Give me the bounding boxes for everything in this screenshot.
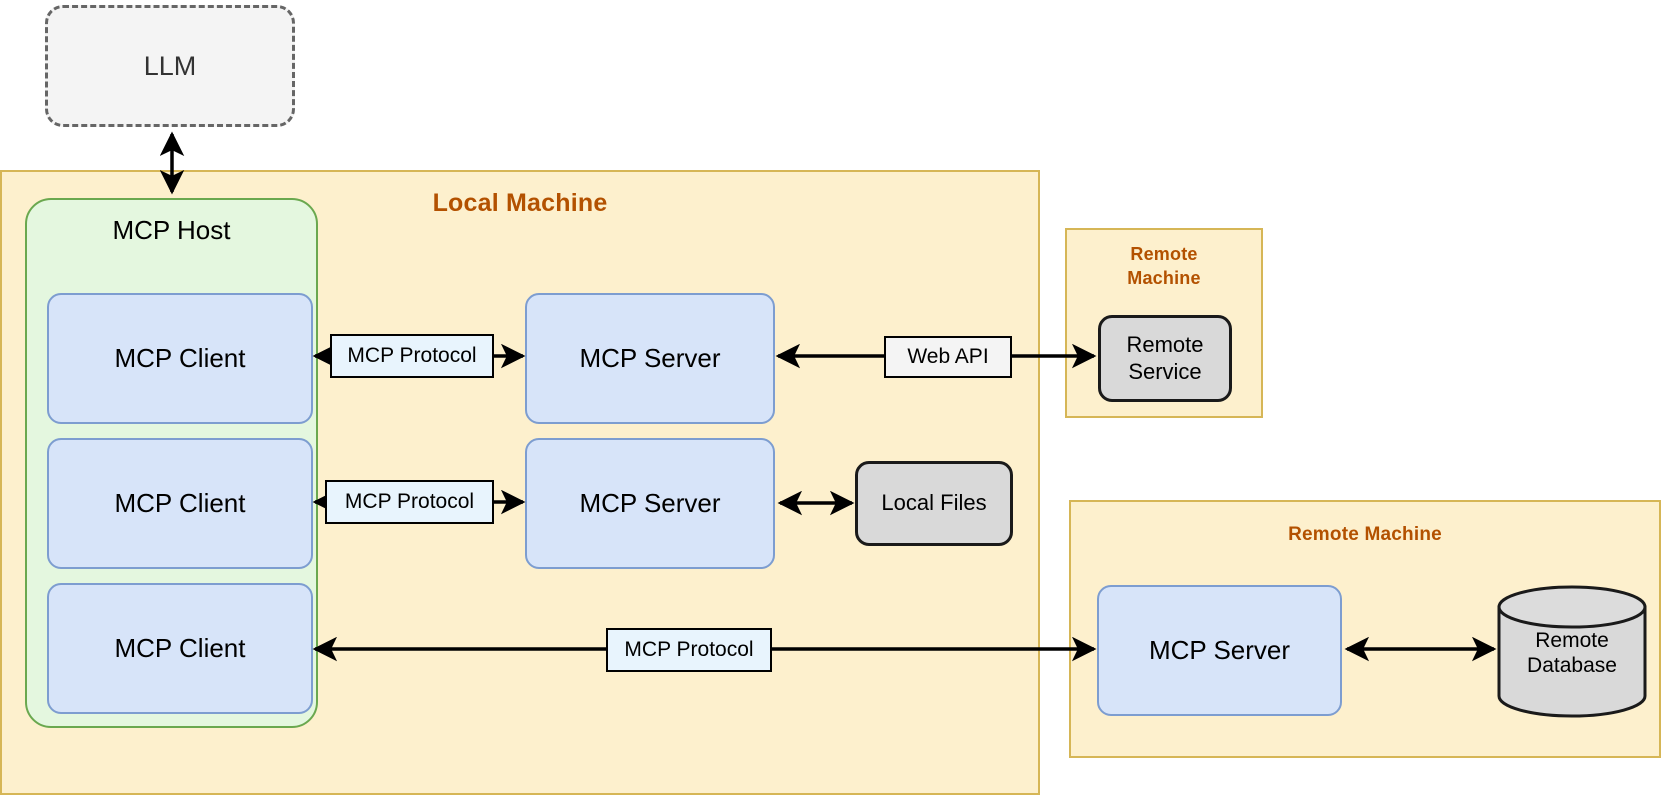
local-files-label: Local Files [881, 490, 987, 516]
local-machine-title: Local Machine [432, 189, 608, 217]
cylinder-shape [1497, 585, 1647, 718]
mcp-server-2[interactable]: MCP Server [525, 438, 775, 569]
llm-box[interactable]: LLM [45, 5, 295, 127]
mcp-client-1[interactable]: MCP Client [47, 293, 313, 424]
mcp-client-3[interactable]: MCP Client [47, 583, 313, 714]
remote-machine-top-title-line1: Remote [1130, 244, 1198, 264]
mcp-server-3-label: MCP Server [1148, 635, 1291, 665]
remote-service-line2: Service [1128, 358, 1202, 384]
remote-service-box[interactable]: Remote Service [1098, 315, 1232, 402]
mcp-client-3-label: MCP Client [114, 633, 246, 663]
edge-label-web-api: Web API [884, 336, 1012, 378]
edge-label-protocol-3: MCP Protocol [606, 628, 772, 672]
edge-label-protocol-1-text: MCP Protocol [347, 344, 477, 367]
edge-label-protocol-1: MCP Protocol [330, 334, 494, 378]
mcp-server-1[interactable]: MCP Server [525, 293, 775, 424]
mcp-client-2[interactable]: MCP Client [47, 438, 313, 569]
local-files-box[interactable]: Local Files [855, 461, 1013, 546]
mcp-server-1-label: MCP Server [579, 343, 721, 373]
mcp-host-label: MCP Host [112, 215, 231, 245]
edge-label-protocol-2-text: MCP Protocol [344, 490, 475, 513]
remote-machine-bottom-title: Remote Machine [1288, 524, 1442, 545]
edge-label-web-api-text: Web API [907, 345, 989, 368]
llm-label: LLM [143, 50, 197, 81]
remote-service-line1: Remote [1126, 332, 1204, 358]
mcp-server-2-label: MCP Server [579, 488, 721, 518]
edge-label-protocol-3-text: MCP Protocol [624, 638, 754, 661]
mcp-server-3[interactable]: MCP Server [1097, 585, 1342, 716]
remote-machine-top-title: Remote Machine [1067, 242, 1261, 291]
mcp-client-1-label: MCP Client [114, 343, 246, 373]
remote-database-cylinder[interactable]: Remote Database [1497, 585, 1647, 718]
edge-label-protocol-2: MCP Protocol [325, 480, 494, 524]
remote-machine-top-title-line2: Machine [1127, 268, 1201, 289]
mcp-client-2-label: MCP Client [114, 488, 246, 518]
